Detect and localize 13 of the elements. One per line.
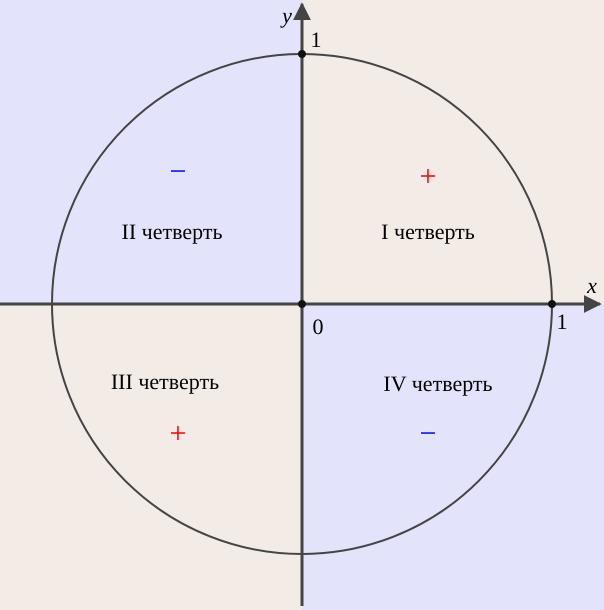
axis-label: x [587,275,597,297]
quadrant-label: II четверть [122,221,222,243]
sign-label: − [170,157,186,187]
sign-label: − [420,419,436,449]
quadrant-label: I четверть [381,221,475,243]
axis-label: y [282,5,292,27]
quadrant-label: IV четверть [383,373,493,395]
tick-label: 0 [312,316,324,338]
tick-label: 1 [310,29,322,51]
sign-label: + [170,419,186,449]
sign-label: + [420,162,436,192]
tick-label: 1 [556,311,568,333]
quadrant-label: III четверть [110,371,220,393]
